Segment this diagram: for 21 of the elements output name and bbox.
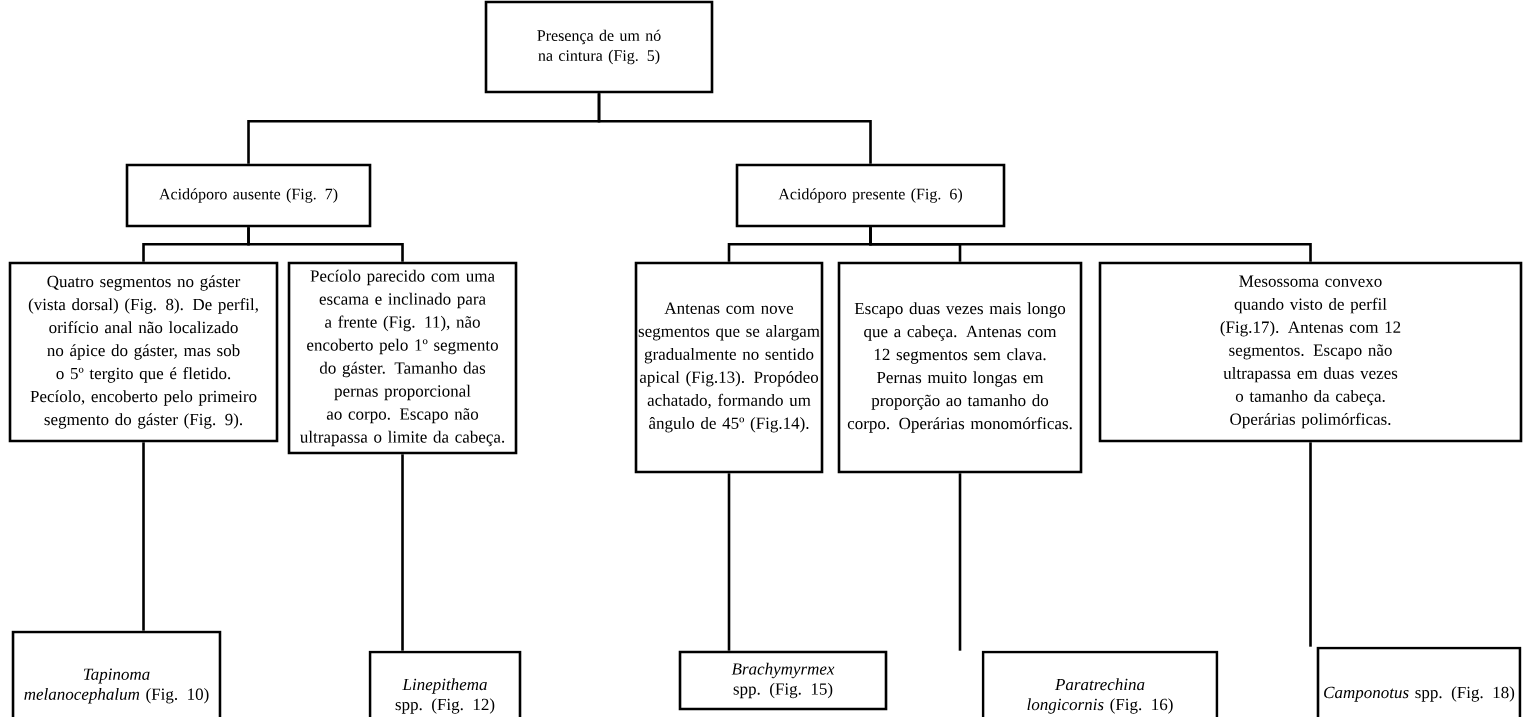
connector-line [142, 442, 145, 631]
key-box: Mesossoma convexo quando visto de perfil (Fig.17). Antenas com 12 segmentos. Escapo não ultrapassa em duas vezes o tamanho da cabeça. Operárias polimórficas. [1098, 261, 1523, 443]
key-box: Quatro segmentos no gáster (vista dorsal) (Fig. 8). De perfil, orifício anal não localizado no ápice do gáster, mas sob o 5º tergito que é fletido. Pecíolo, encoberto pelo primeiro segmento do gáster (Fig. 9). [8, 261, 279, 443]
key-box: Escapo duas vezes mais longo que a cabeça. Antenas com 12 segmentos sem clava. Pernas muito longas em proporção ao tamanho do corpo. Operárias monomórficas. [837, 261, 1083, 474]
key-box: Acidóporo presente (Fig. 6) [735, 163, 1006, 228]
connector-line [1309, 442, 1312, 647]
leaf-box: Paratrechina longicornis (Fig. 16) [981, 650, 1219, 717]
key-box: Acidóporo ausente (Fig. 7) [125, 163, 372, 228]
leaf-box: Tapinoma melanocephalum (Fig. 10) [11, 630, 222, 717]
connector-line [727, 473, 731, 651]
connector-line [597, 93, 872, 164]
connector-line [958, 473, 962, 651]
key-box: Pecíolo parecido com uma escama e inclinado para a frente (Fig. 11), não encoberto pelo 1º segmento do gáster. Tamanho das pernas proporcional ao corpo. Escapo não ultrapassa o limite da cabeça. [287, 261, 518, 455]
leaf-box: Brachymyrmex spp. (Fig. 15) [678, 650, 888, 711]
connector-line [869, 227, 1312, 262]
key-box: Antenas com nove segmentos que se alargam gradualmente no sentido apical (Fig.13). Propódeo achatado, formando um ângulo de 45º (Fig.14). [634, 261, 824, 474]
leaf-box: Camponotus spp. (Fig. 18) [1316, 646, 1522, 717]
connector-line [401, 454, 404, 651]
root-box: Presença de um nó na cintura (Fig. 5) [484, 0, 714, 94]
leaf-box: Linepithema spp. (Fig. 12) [368, 650, 522, 717]
connector-line [247, 227, 404, 262]
